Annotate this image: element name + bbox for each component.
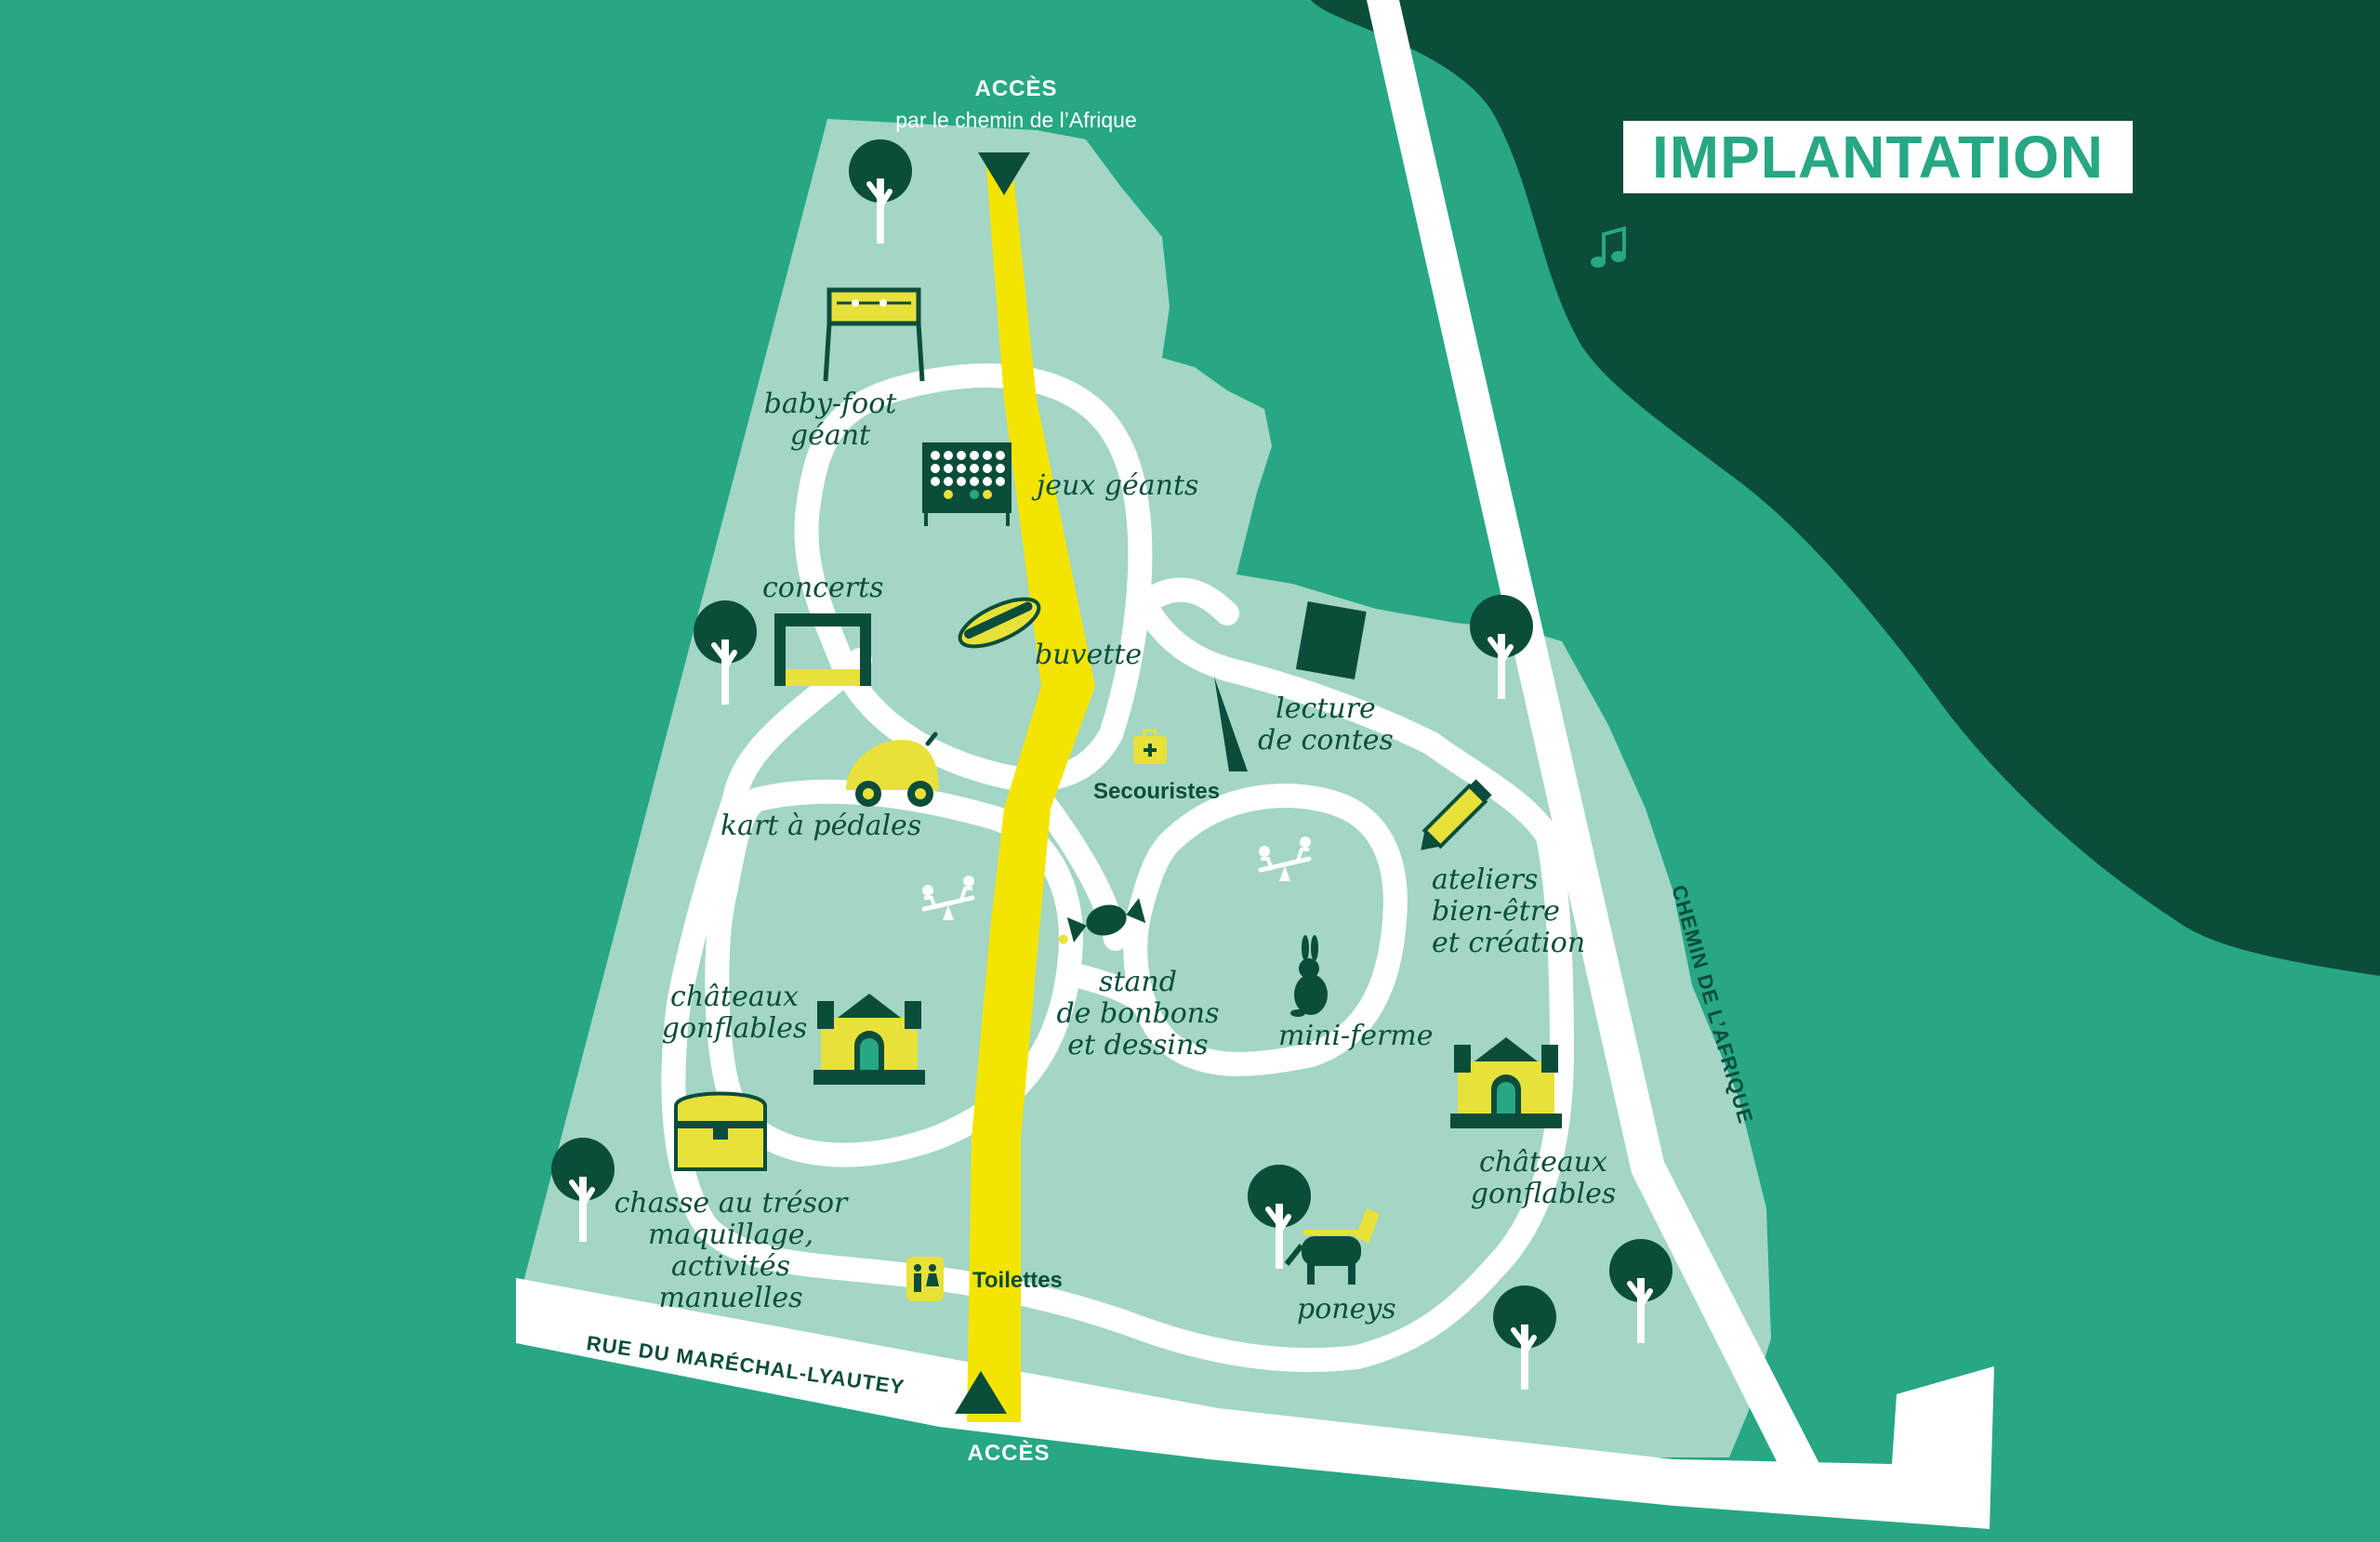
hotdog-icon <box>958 597 1041 649</box>
access-top-sub: par le chemin de l’Afrique <box>895 108 1137 132</box>
label-toilettes: Toilettes <box>972 1268 1063 1293</box>
label-lecture: lecture de contes <box>1258 693 1394 757</box>
label-chasse-line: maquillage, <box>647 1219 814 1251</box>
label-chasse-line: manuelles <box>658 1282 803 1314</box>
label-ateliers-line: bien-être <box>1432 895 1560 928</box>
label-chateaux-right: châteaux gonflables <box>1471 1147 1616 1210</box>
bouncy-castle-icon <box>1450 1037 1562 1128</box>
label-chateaux-left-line: châteaux <box>670 981 799 1013</box>
label-concerts: concerts <box>762 572 884 604</box>
label-lecture-line: de contes <box>1258 724 1394 757</box>
label-baby-foot: baby-foot géant <box>764 389 897 452</box>
connect-four-icon <box>922 442 1012 526</box>
label-jeux-geants: jeux géants <box>1037 469 1199 502</box>
bouncy-castle-icon <box>813 994 925 1085</box>
dark-green-area <box>1311 0 2380 976</box>
label-chateaux-left: châteaux gonflables <box>662 982 807 1045</box>
label-kart: kart à pédales <box>721 810 922 842</box>
label-buvette: buvette <box>1035 639 1143 671</box>
label-lecture-line: lecture <box>1276 692 1376 725</box>
label-chateaux-right-line: châteaux <box>1479 1146 1607 1179</box>
label-ateliers-line: et création <box>1432 927 1586 959</box>
candy-icon <box>1058 898 1146 944</box>
road-chemin-de-l-afrique <box>1367 0 1831 1506</box>
label-chasse-line: chasse au trésor <box>614 1187 848 1219</box>
toilets-icon <box>906 1257 944 1301</box>
label-ateliers: ateliers bien-être et création <box>1432 864 1585 959</box>
label-stand-line: de bonbons <box>1056 997 1220 1030</box>
page-title: IMPLANTATION <box>1623 121 2133 193</box>
label-stand: stand de bonbons et dessins <box>1056 967 1219 1061</box>
label-chateaux-left-line: gonflables <box>661 1012 808 1045</box>
access-marker-icon <box>955 1371 1007 1414</box>
pony-icon <box>1284 1208 1380 1285</box>
rabbit-icon <box>1290 935 1328 1017</box>
label-baby-foot-line: géant <box>789 419 871 452</box>
kart-icon <box>846 731 939 807</box>
baby-foot-icon <box>823 287 925 382</box>
label-stand-line: stand <box>1099 966 1177 998</box>
road-rue-du-marechal-lyautey <box>516 1278 1994 1529</box>
access-top-label: ACCÈS <box>974 76 1058 101</box>
label-baby-foot-line: baby-foot <box>763 388 897 420</box>
label-mini-ferme: mini-ferme <box>1278 1020 1434 1052</box>
first-aid-icon <box>1133 729 1167 764</box>
label-secouristes: Secouristes <box>1093 779 1221 804</box>
access-bottom-label: ACCÈS <box>967 1441 1051 1466</box>
stage-icon <box>774 613 871 686</box>
yellow-route <box>967 156 1095 1422</box>
label-ateliers-line: ateliers <box>1432 863 1539 896</box>
book-icon <box>1295 600 1367 679</box>
treasure-chest-icon <box>674 1091 767 1171</box>
music-notes-icon <box>1591 226 1626 268</box>
label-stand-line: et dessins <box>1067 1029 1209 1061</box>
pencil-icon <box>1421 779 1492 850</box>
label-chateaux-right-line: gonflables <box>1470 1178 1617 1210</box>
label-chasse: chasse au trésor maquillage, activités m… <box>615 1188 848 1314</box>
label-poneys: poneys <box>1297 1293 1396 1325</box>
label-chasse-line: activités <box>670 1250 791 1283</box>
